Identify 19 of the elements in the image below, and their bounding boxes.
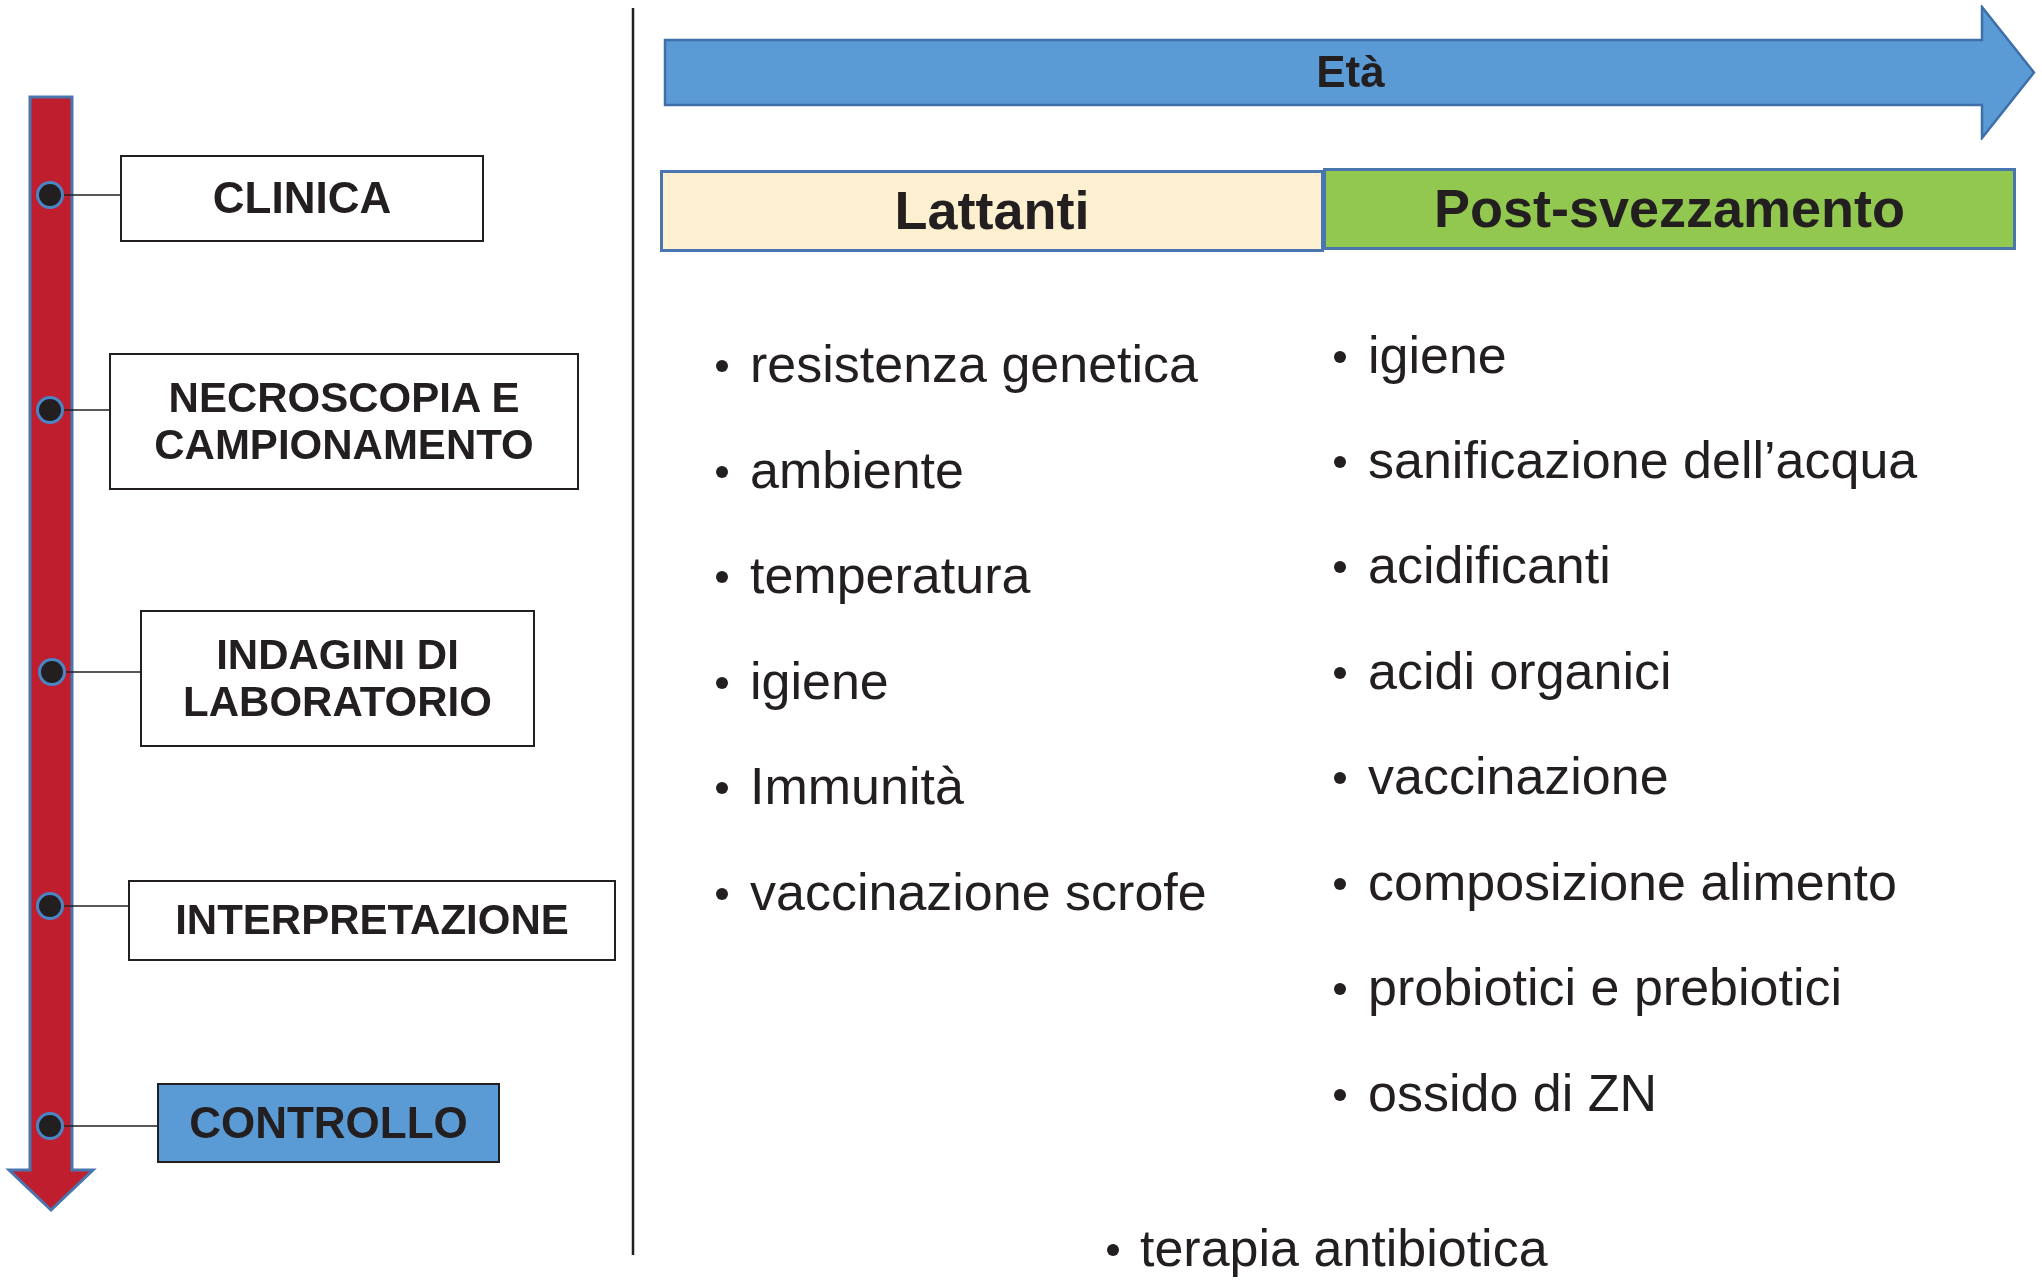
list-item: vaccinazione: [1368, 750, 1669, 802]
step-box: INDAGINI DI LABORATORIO: [140, 610, 535, 747]
age-arrow: Età: [663, 5, 2038, 140]
step-box: CLINICA: [120, 155, 484, 242]
connector-line: [63, 409, 110, 411]
connector-line: [63, 905, 129, 907]
step-box: INTERPRETAZIONE: [128, 880, 616, 961]
connector-line: [63, 194, 121, 196]
step-box: CONTROLLO: [157, 1083, 500, 1163]
list-item: Immunità: [750, 760, 964, 812]
connector-line: [63, 1125, 158, 1127]
connector-line: [65, 671, 141, 673]
list-item: acidificanti: [1368, 539, 1611, 591]
age-band: Lattanti: [660, 170, 1324, 252]
list-item: vaccinazione scrofe: [750, 866, 1207, 918]
list-item: ambiente: [750, 444, 964, 496]
age-band: Post-svezzamento: [1323, 168, 2016, 250]
list-item: ossido di ZN: [1368, 1067, 1657, 1119]
step-box: NECROSCOPIA E CAMPIONAMENTO: [109, 353, 579, 490]
